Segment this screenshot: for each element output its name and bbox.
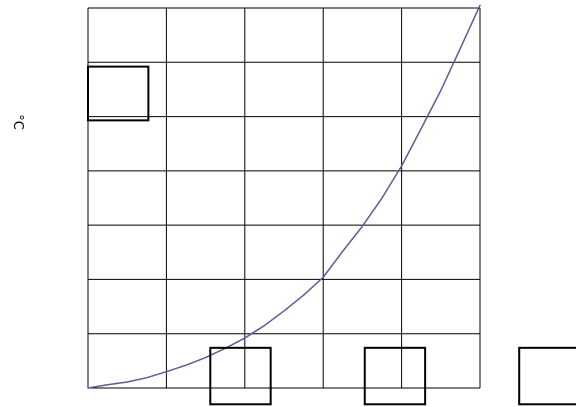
overlay-box-3	[363, 346, 427, 406]
y-axis-label: °C	[10, 114, 25, 130]
overlay-layer	[87, 65, 576, 406]
series-layer	[87, 4, 481, 389]
overlay-box-4	[518, 346, 576, 406]
overlay-box-2	[209, 346, 272, 406]
series-line-1	[87, 4, 481, 389]
overlay-box-1	[87, 65, 150, 122]
grid	[87, 7, 481, 389]
